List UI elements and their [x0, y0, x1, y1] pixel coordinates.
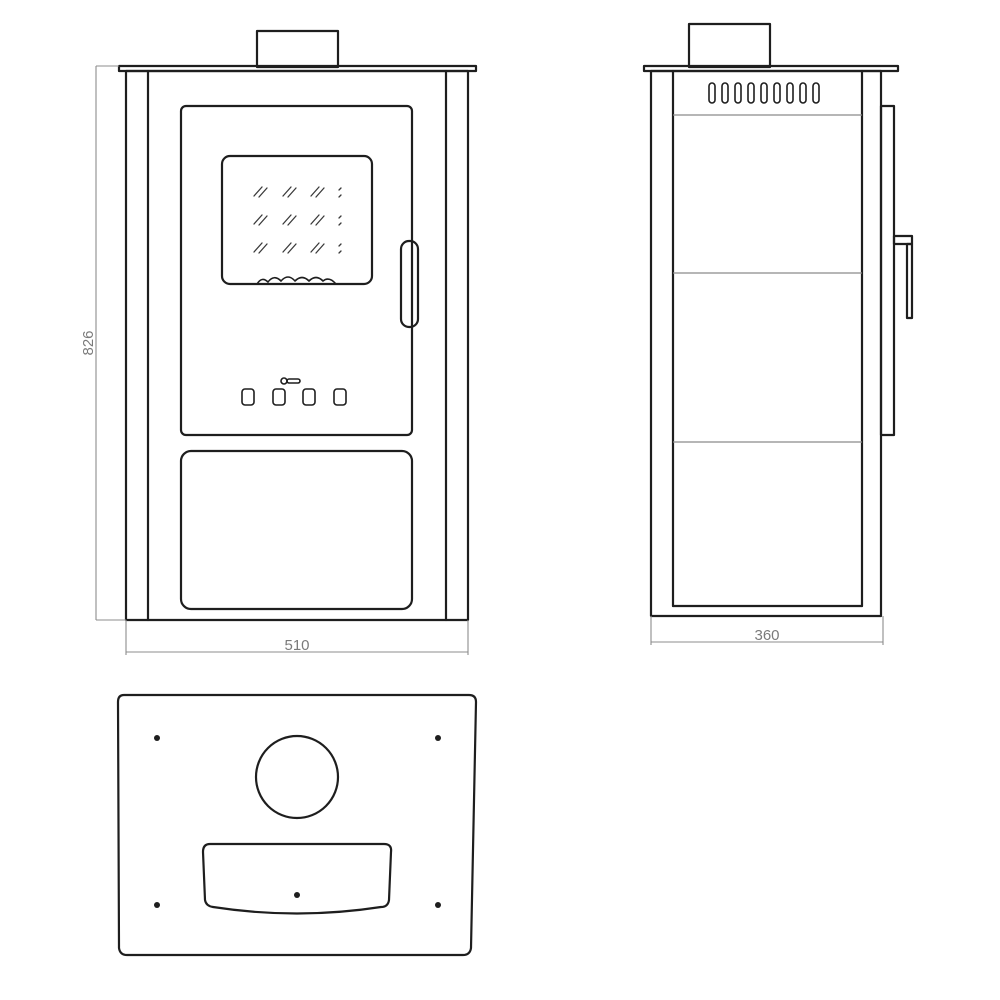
top-rear-plate	[201, 842, 393, 915]
front-height-dimension: 826	[80, 65, 126, 621]
front-width-dimension: 510	[125, 620, 469, 655]
top-plate-outline	[116, 693, 478, 957]
glass-reflection-marks	[253, 186, 342, 254]
side-vent-slots	[708, 82, 820, 104]
side-depth-dimension: 360	[650, 616, 884, 645]
side-depth-label: 360	[754, 627, 779, 644]
front-flue-pipe	[255, 29, 340, 69]
flue-opening	[254, 734, 340, 820]
side-door-profile	[879, 104, 896, 437]
side-handle-profile	[892, 234, 914, 320]
height-label: 826	[80, 330, 97, 355]
top-view	[116, 693, 478, 957]
side-body	[649, 69, 883, 618]
log-flame-outline	[256, 276, 337, 285]
mounting-holes	[154, 735, 441, 908]
viewing-window	[220, 154, 374, 286]
side-flue-pipe	[687, 22, 772, 69]
front-width-label: 510	[284, 637, 309, 654]
door-handle	[399, 239, 420, 329]
side-view	[642, 22, 914, 618]
air-control	[241, 377, 347, 406]
front-body	[124, 69, 470, 622]
ash-drawer	[179, 449, 414, 611]
front-view	[117, 29, 478, 622]
fire-door	[179, 104, 414, 437]
